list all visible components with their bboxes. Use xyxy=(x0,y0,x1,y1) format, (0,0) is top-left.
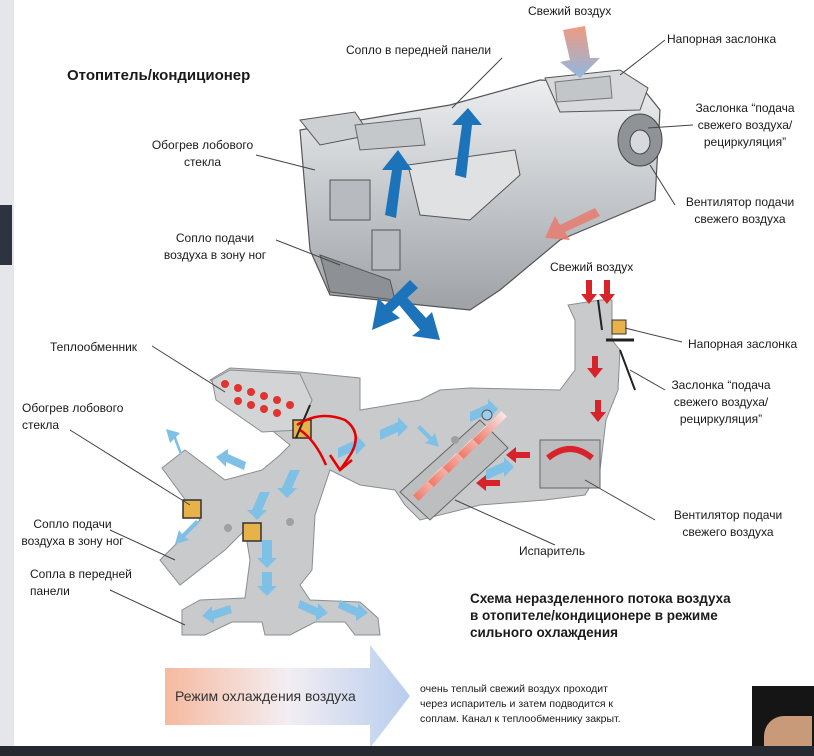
top-airflow-arrows xyxy=(372,26,600,340)
top-label-recirc-flap: Заслонка “подача свежего воздуха/ рецирк… xyxy=(680,100,810,151)
schema-label-fan-line2: свежего воздуха xyxy=(682,525,774,539)
sensor-dots xyxy=(224,409,493,532)
top-label-fan: Вентилятор подачи свежего воздуха xyxy=(670,194,810,228)
left-window-tab xyxy=(0,205,12,265)
fan-airflow-arc xyxy=(546,446,594,461)
schema-label-foot-line2: воздуха в зону ног xyxy=(21,534,124,548)
schema-label-recirc-line2: свежего воздуха/ xyxy=(673,395,769,409)
schema-label-foot-nozzle: Сопло подачи воздуха в зону ног xyxy=(10,516,135,550)
note-line3: соплам. Канал к теплообменнику закрыт. xyxy=(420,713,621,725)
caption-line1: Схема неразделенного потока воздуха xyxy=(470,591,731,606)
top-label-foot-line1: Сопло подачи xyxy=(175,231,255,245)
cooling-mode-banner-arrow xyxy=(165,645,410,748)
bottom-window-edge xyxy=(0,746,814,756)
schema-label-heat-exchanger: Теплообменник xyxy=(50,340,138,354)
main-title: Отопитель/кондиционер xyxy=(67,67,251,84)
schema-label-front-line1: Сопла в передней xyxy=(30,567,132,581)
schema-label-recirc-line3: рециркуляция” xyxy=(679,412,763,426)
schematic-duct xyxy=(159,299,621,636)
schema-label-foot-line1: Сопло подачи xyxy=(33,517,112,531)
top-label-fresh-air: Свежий воздух xyxy=(528,4,612,18)
schema-label-windshield-line1: Обогрев лобового xyxy=(22,401,124,415)
schema-label-recirc-line1: Заслонка “подача xyxy=(671,378,771,392)
schema-caption: Схема неразделенного потока воздуха в от… xyxy=(470,590,790,641)
schema-label-front-nozzles: Сопла в передней панели xyxy=(30,566,132,600)
top-label-recirc-line1: Заслонка “подача xyxy=(695,101,795,115)
top-label-foot-nozzle: Сопло подачи воздуха в зону ног xyxy=(150,230,280,264)
schema-label-windshield: Обогрев лобового стекла xyxy=(22,400,123,434)
schema-label-evaporator: Испаритель xyxy=(519,544,586,558)
caption-line3: сильного охлаждения xyxy=(470,625,619,640)
schema-label-fan-line1: Вентилятор подачи xyxy=(673,508,783,522)
schema-label-front-line2: панели xyxy=(30,584,70,598)
schema-label-recirc-flap: Заслонка “подача свежего воздуха/ рецирк… xyxy=(656,377,786,428)
schema-label-pressure-flap: Напорная заслонка xyxy=(688,337,798,351)
schema-label-fresh-air: Свежий воздух xyxy=(550,260,634,274)
cooling-mode-note: очень теплый свежий воздух проходит чере… xyxy=(420,682,680,727)
cooling-mode-label: Режим охлаждения воздуха xyxy=(175,688,356,704)
top-label-pressure-flap: Напорная заслонка xyxy=(667,32,777,46)
leader-lines xyxy=(69,39,694,626)
top-label-recirc-line3: рециркуляция” xyxy=(703,135,787,149)
schema-label-windshield-line2: стекла xyxy=(22,418,60,432)
left-window-edge xyxy=(0,0,14,756)
schema-label-fan: Вентилятор подачи свежего воздуха xyxy=(663,507,793,541)
warm-air-arrows xyxy=(476,280,615,491)
top-label-windshield-line2: стекла xyxy=(183,155,222,169)
top-label-fan-line1: Вентилятор подачи xyxy=(685,195,795,209)
top-label-fan-line2: свежего воздуха xyxy=(694,212,786,226)
top-label-windshield-line1: Обогрев лобового xyxy=(151,138,254,152)
top-label-recirc-line2: свежего воздуха/ xyxy=(697,118,793,132)
note-line2: через испаритель и затем подводится к xyxy=(420,698,614,710)
evaporator-fins xyxy=(413,411,507,501)
top-label-foot-line2: воздуха в зону ног xyxy=(163,248,267,262)
top-label-front-nozzle: Сопло в передней панели xyxy=(346,43,492,57)
top-label-windshield: Обогрев лобового стекла xyxy=(140,137,265,171)
heat-exchanger-dots xyxy=(221,380,294,417)
red-annotation xyxy=(296,414,357,472)
caption-line2: в отопителе/кондиционере в режиме xyxy=(470,608,718,623)
heater-unit-illustration xyxy=(299,69,663,311)
note-line1: очень теплый свежий воздух проходит xyxy=(420,683,608,695)
